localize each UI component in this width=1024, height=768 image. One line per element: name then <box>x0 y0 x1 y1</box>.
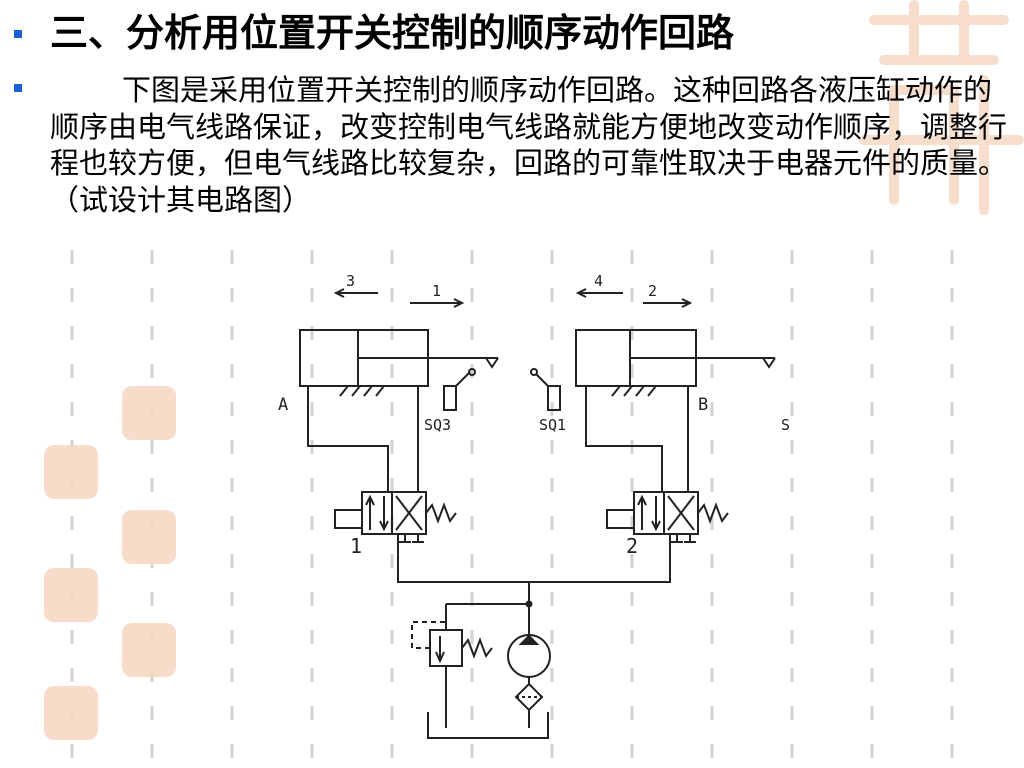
switch-label: SQ3 <box>424 416 451 434</box>
watermark-seal <box>122 510 176 564</box>
motion-label: 1 <box>432 282 441 300</box>
motion-label: 4 <box>594 272 603 290</box>
cylinder-b <box>575 329 776 397</box>
bullet-icon <box>14 30 22 38</box>
directional-valve-2 <box>606 491 729 543</box>
hydraulic-circuit-diagram: 3 1 4 2 A B SQ3 SQ1 SQ2 1 2 <box>278 272 790 739</box>
oil-tank <box>427 712 549 739</box>
motion-arrow-3 <box>333 288 378 298</box>
valve-label: 1 <box>350 534 362 558</box>
hydraulic-pump <box>507 634 551 728</box>
watermark-seal-large <box>859 0 1024 215</box>
watermark-seal <box>122 623 176 677</box>
limit-switch-sq3 <box>443 368 476 411</box>
motion-arrow-4 <box>575 288 623 298</box>
watermark-seal <box>44 686 98 740</box>
cylinder-label: B <box>698 395 708 415</box>
motion-label: 2 <box>648 282 657 300</box>
motion-label: 3 <box>346 272 355 290</box>
switch-label: SQ1 <box>539 416 566 434</box>
slide-title: 三、分析用位置开关控制的顺序动作回路 <box>50 10 735 55</box>
paragraph-text: 下图是采用位置开关控制的顺序动作回路。这种回路各液压缸动作的顺序由电气线路保证，… <box>50 73 1008 217</box>
cylinder-a <box>299 329 499 397</box>
motion-arrow-2 <box>643 298 693 308</box>
directional-valve-1 <box>334 491 457 543</box>
valve-label: 2 <box>626 534 638 558</box>
bullet-icon <box>14 84 22 92</box>
watermark-seal <box>44 568 98 622</box>
switch-label: SQ2 <box>781 416 790 434</box>
cylinder-label: A <box>278 395 288 415</box>
watermark-seal <box>122 386 176 440</box>
relief-valve <box>411 604 493 728</box>
slide-paragraph: 下图是采用位置开关控制的顺序动作回路。这种回路各液压缸动作的顺序由电气线路保证，… <box>50 72 1010 218</box>
motion-arrow-1 <box>410 298 465 308</box>
limit-switch-sq1 <box>530 368 561 411</box>
watermark-seal <box>44 445 98 499</box>
